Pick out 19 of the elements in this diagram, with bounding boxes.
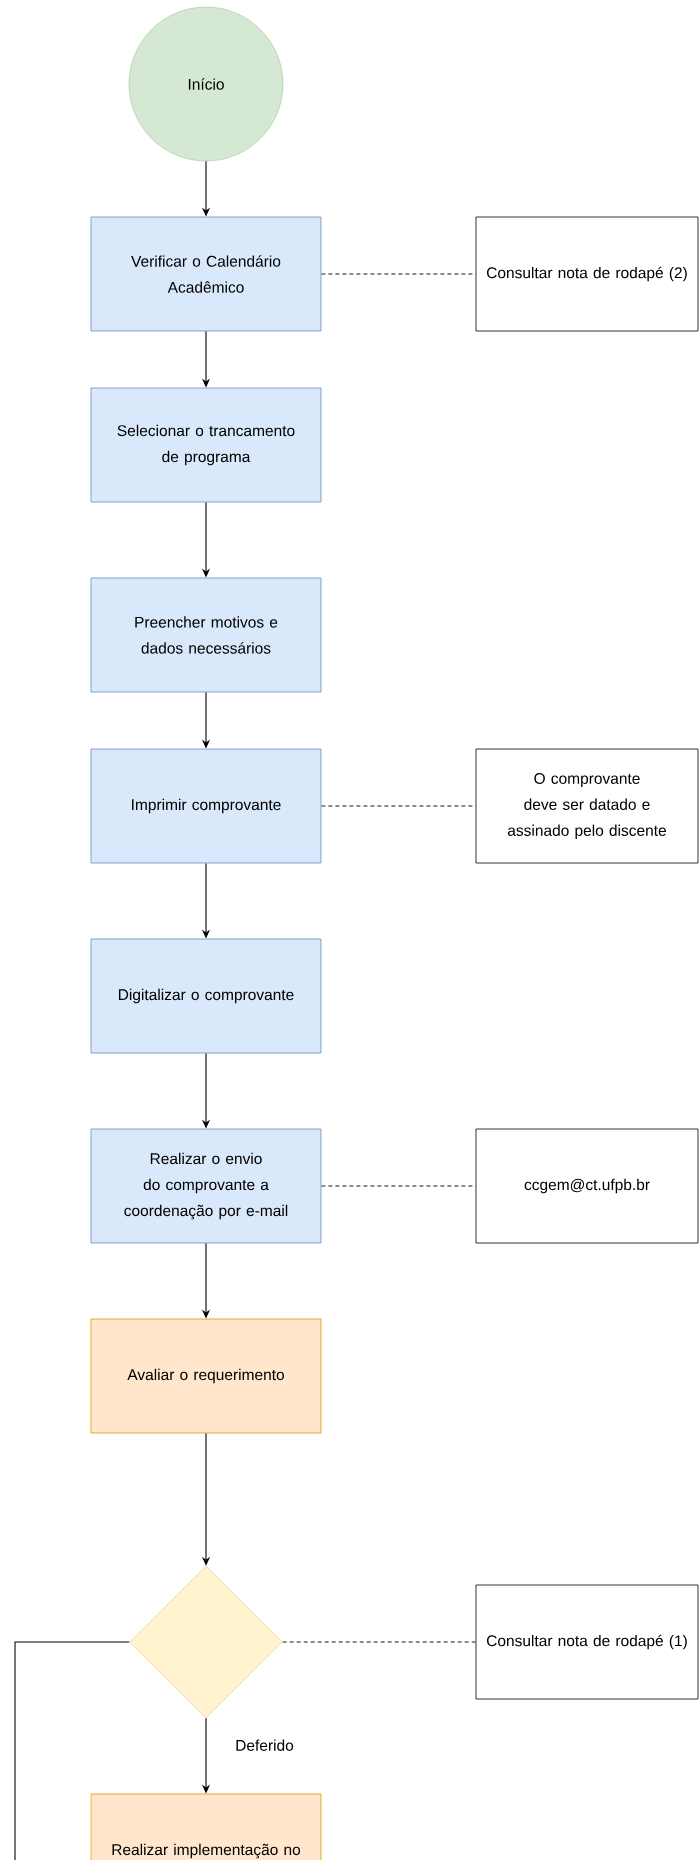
connector-line	[320, 273, 477, 275]
process-box: Imprimir comprovante	[90, 748, 322, 864]
process-box: Realizar o envio do comprovante a coordenação por e-mail	[90, 1128, 322, 1244]
process-box: Digitalizar o comprovante	[90, 938, 322, 1054]
edge-label: Deferido	[234, 1738, 295, 1752]
connector-line	[320, 1185, 477, 1187]
connector-line	[282, 1641, 477, 1643]
connector-line	[320, 805, 477, 807]
process-box: Selecionar o trancamento de programa	[90, 387, 322, 503]
note-box: Consultar nota de rodapé (1)	[475, 1584, 699, 1700]
decision-diamond	[129, 1565, 283, 1719]
process-box: Preencher motivos e dados necessários	[90, 577, 322, 693]
process-box: Realizar implementação no	[90, 1793, 322, 1860]
note-box: O comprovante deve ser datado e assinado pelo discente	[475, 748, 699, 864]
note-box: ccgem@ct.ufpb.br	[475, 1128, 699, 1244]
process-box: Verificar o Calendário Acadêmico	[90, 216, 322, 332]
note-box: Consultar nota de rodapé (2)	[475, 216, 699, 332]
process-box: Avaliar o requerimento	[90, 1318, 322, 1434]
connector-line	[14, 1641, 130, 1860]
